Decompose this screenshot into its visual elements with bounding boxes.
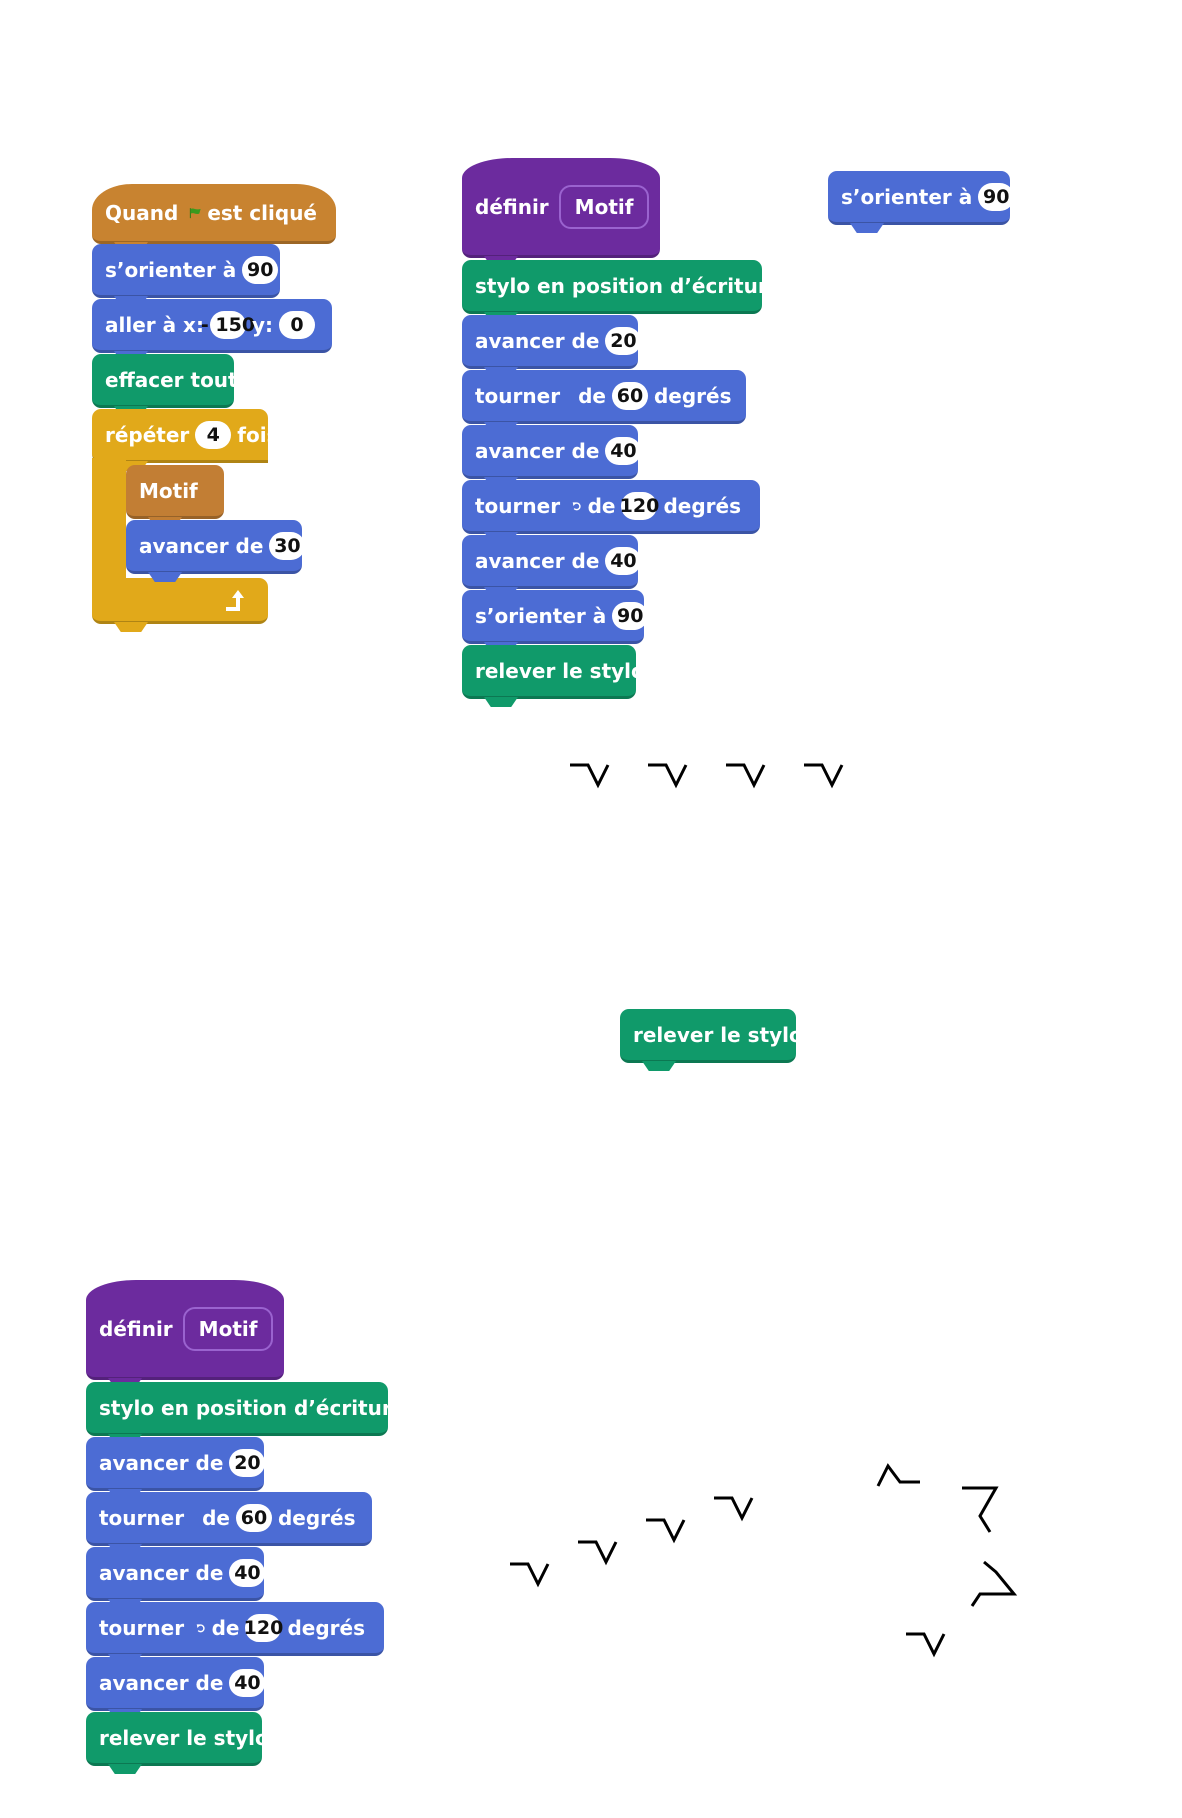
block-label: effacer tout [105, 368, 238, 392]
steps-input[interactable]: 20 [229, 1449, 265, 1477]
block-label: tourner [99, 1506, 184, 1530]
loose-pen-up-block[interactable]: relever le stylo [620, 1009, 796, 1063]
point-direction-block[interactable]: s’orienter à 90 [462, 590, 644, 644]
when-flag-clicked-block[interactable]: Quand est cliqué [92, 184, 336, 244]
clear-block[interactable]: effacer tout [92, 354, 234, 408]
direction-input[interactable]: 90 [242, 256, 278, 284]
move-steps-block[interactable]: avancer de 40 [86, 1547, 264, 1601]
block-label: Motif [139, 479, 198, 503]
goto-xy-block[interactable]: aller à x: - 150 y: 0 [92, 299, 332, 353]
define-motif-block[interactable]: définir Motif [462, 158, 660, 258]
block-label: degrés [287, 1616, 365, 1640]
block-label: avancer de [99, 1561, 223, 1585]
direction-input[interactable]: 90 [612, 602, 648, 630]
steps-input[interactable]: 40 [605, 437, 641, 465]
repeat-block-arm [92, 458, 126, 598]
block-label: tourner [475, 384, 560, 408]
block-label: de [212, 1616, 240, 1640]
block-label: tourner [475, 494, 560, 518]
degrees-input[interactable]: 120 [245, 1614, 281, 1642]
block-label: de [578, 384, 606, 408]
block-label: de [588, 494, 616, 518]
loose-point-direction-block[interactable]: s’orienter à 90 [828, 171, 1010, 225]
steps-input[interactable]: 40 [229, 1669, 265, 1697]
direction-input[interactable]: 90 [978, 183, 1014, 211]
turn-right-block[interactable]: tourner de 60 degrés [86, 1492, 372, 1546]
rotate-counterclockwise-icon [196, 1615, 206, 1641]
steps-input[interactable]: 30 [269, 532, 305, 560]
turn-right-block[interactable]: tourner de 60 degrés [462, 370, 746, 424]
block-label: avancer de [139, 534, 263, 558]
block-label: fois [237, 423, 278, 447]
block-label: relever le stylo [475, 659, 645, 683]
pen-up-block[interactable]: relever le stylo [86, 1712, 262, 1766]
move-steps-block[interactable]: avancer de 30 [126, 520, 302, 574]
repeat-block[interactable]: répéter 4 fois [92, 409, 268, 463]
move-steps-block[interactable]: avancer de 40 [462, 535, 638, 589]
rotate-counterclockwise-icon [572, 493, 582, 519]
block-label: de [202, 1506, 230, 1530]
block-label: s’orienter à [841, 185, 972, 209]
x-input[interactable]: - 150 [210, 311, 246, 339]
block-label: degrés [654, 384, 732, 408]
pen-down-block[interactable]: stylo en position d’écriture [86, 1382, 388, 1436]
motif-prototype[interactable]: Motif [559, 185, 650, 229]
motif-prototype[interactable]: Motif [183, 1307, 274, 1351]
block-label: tourner [99, 1616, 184, 1640]
move-steps-block[interactable]: avancer de 40 [462, 425, 638, 479]
block-label: relever le stylo [633, 1023, 803, 1047]
drawing-motif-row [560, 755, 860, 795]
block-label: avancer de [99, 1671, 223, 1695]
turn-left-block[interactable]: tourner de 120 degrés [462, 480, 760, 534]
block-label: aller à x: [105, 313, 204, 337]
block-label: avancer de [475, 439, 599, 463]
block-label: avancer de [475, 549, 599, 573]
pen-down-block[interactable]: stylo en position d’écriture [462, 260, 762, 314]
green-flag-icon [189, 197, 202, 229]
block-label: degrés [278, 1506, 356, 1530]
steps-input[interactable]: 20 [605, 327, 641, 355]
move-steps-block[interactable]: avancer de 20 [86, 1437, 264, 1491]
block-label: répéter [105, 423, 189, 447]
block-label: y: [252, 313, 273, 337]
steps-input[interactable]: 40 [605, 547, 641, 575]
degrees-input[interactable]: 60 [236, 1504, 272, 1532]
block-label: s’orienter à [105, 258, 236, 282]
move-steps-block[interactable]: avancer de 20 [462, 315, 638, 369]
block-label: avancer de [99, 1451, 223, 1475]
block-label: stylo en position d’écriture [475, 274, 781, 298]
block-label: relever le stylo [99, 1726, 269, 1750]
drawing-motif-staircase [500, 1480, 780, 1610]
degrees-input[interactable]: 60 [612, 382, 648, 410]
loop-arrow-icon [223, 587, 249, 613]
define-label: définir [99, 1317, 173, 1341]
block-label: stylo en position d’écriture [99, 1396, 405, 1420]
steps-input[interactable]: 40 [229, 1559, 265, 1587]
y-input[interactable]: 0 [279, 311, 315, 339]
move-steps-block[interactable]: avancer de 40 [86, 1657, 264, 1711]
point-direction-block[interactable]: s’orienter à 90 [92, 244, 280, 298]
repeat-block-foot [92, 578, 268, 624]
define-motif-block[interactable]: définir Motif [86, 1280, 284, 1380]
define-label: définir [475, 195, 549, 219]
turn-left-block[interactable]: tourner de 120 degrés [86, 1602, 384, 1656]
block-label: s’orienter à [475, 604, 606, 628]
degrees-input[interactable]: 120 [621, 492, 657, 520]
when-label: Quand [105, 201, 178, 225]
motif-call-block[interactable]: Motif [126, 465, 224, 519]
pen-up-block[interactable]: relever le stylo [462, 645, 636, 699]
clicked-label: est cliqué [207, 201, 317, 225]
repeat-count-input[interactable]: 4 [195, 421, 231, 449]
drawing-motif-rotated [870, 1450, 1030, 1680]
block-label: avancer de [475, 329, 599, 353]
block-label: degrés [663, 494, 741, 518]
